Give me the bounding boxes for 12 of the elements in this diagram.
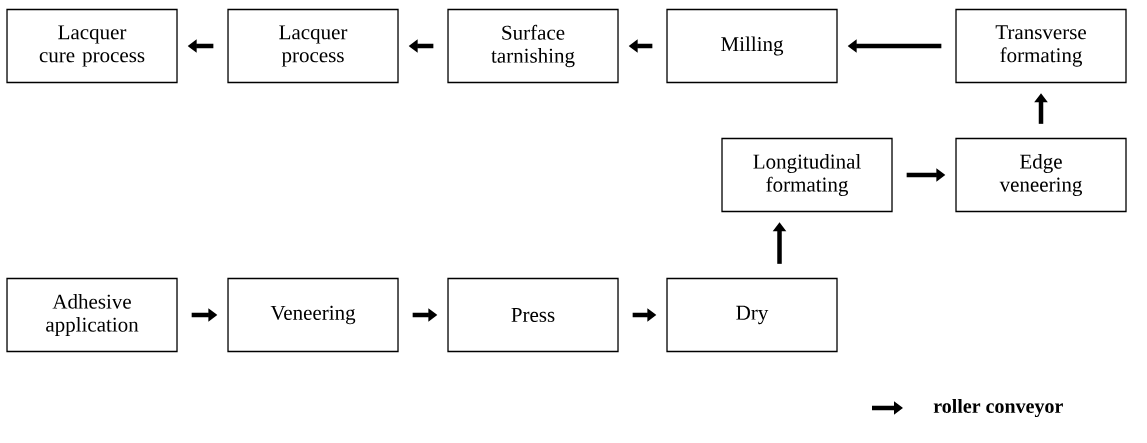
process-box: Edge veneering	[955, 137, 1127, 213]
process-box: Surface tarnishing	[447, 8, 619, 84]
process-box: Longitudinal formating	[721, 137, 893, 213]
process-box: Adhesive application	[6, 277, 178, 353]
process-box: Lacquer cure process	[6, 8, 178, 84]
legend-text: roller conveyor	[933, 398, 1063, 418]
process-box: Veneering	[227, 277, 399, 353]
process-box: Dry	[666, 277, 838, 353]
process-box: Milling	[666, 8, 838, 84]
process-box: Press	[447, 277, 619, 353]
process-box: Lacquer process	[227, 8, 399, 84]
process-box: Transverse formating	[955, 8, 1127, 84]
